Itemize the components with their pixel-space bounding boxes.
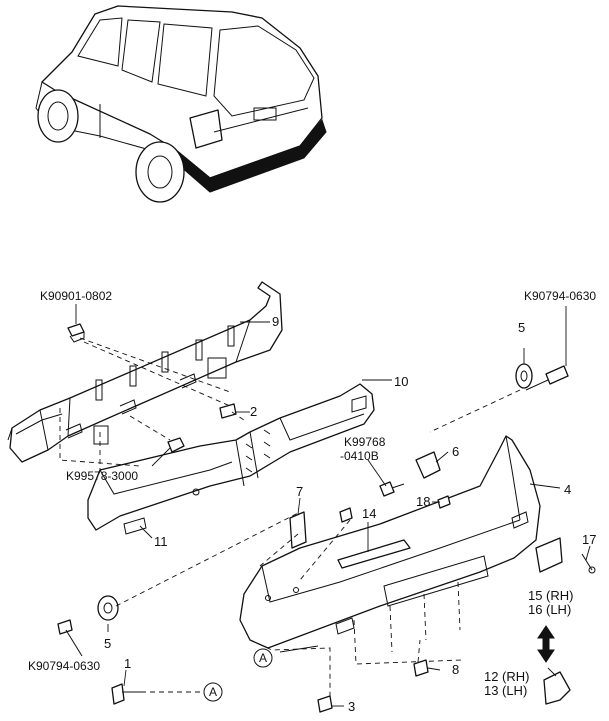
reflector-icon [535,537,563,573]
part-label-13-lh: 13 (LH) [484,683,527,698]
mud-guard-icon [543,671,571,705]
reference-circle-a: A [203,682,223,702]
screw-icon [339,507,353,523]
part-code-nut: K90901-0802 [40,289,112,303]
part-number-5-upper: 5 [518,320,525,335]
suv-rear-view-icon [35,5,327,203]
bumper-reinforcement [7,281,283,463]
screw-icon [581,553,596,574]
part-label-15-rh: 15 (RH) [528,588,573,603]
part-code-bolt-middle-line2: -0410B [340,449,379,463]
reflector-strip [337,539,411,569]
clip-icon [219,403,237,419]
part-label-12-rh: 12 (RH) [484,669,529,684]
part-code-bolt-lower: K90794-0630 [28,659,100,673]
rubber-bush-icon [97,595,119,621]
svg-text:A: A [209,685,217,699]
part-number-2: 2 [250,404,257,419]
svg-text:(RH): (RH) [546,588,573,603]
part-number-10: 10 [394,374,408,389]
part-number-17: 17 [582,532,596,547]
svg-text:16: 16 [528,602,542,617]
bolt-icon [525,365,569,391]
bracket-icon [415,451,441,479]
svg-text:12: 12 [484,669,498,684]
part-number-11: 11 [154,534,168,549]
svg-text:(LH): (LH) [502,683,527,698]
part-number-14: 14 [362,506,376,521]
bolt-icon [379,481,405,497]
svg-text:15: 15 [528,588,542,603]
part-number-4: 4 [564,482,571,497]
part-code-bolt-upper: K90794-0630 [524,289,596,303]
nut-icon [67,323,85,343]
clip-icon [437,495,451,509]
reference-circle-a: A [253,648,273,668]
part-code-grommet: K99578-3000 [66,469,138,483]
assembly-lines [59,337,521,696]
part-code-bolt-middle-line1: K99768 [344,435,386,449]
rubber-bush-icon [515,363,533,389]
part-number-6: 6 [452,444,459,459]
grommet-icon [167,437,185,453]
part-number-5-lower: 5 [104,636,111,651]
clip-icon [413,659,429,677]
part-number-9: 9 [272,314,279,329]
double-arrow-icon [537,625,555,663]
part-number-7: 7 [296,484,303,499]
part-number-1: 1 [124,656,131,671]
bolt-icon [111,683,146,705]
svg-text:(LH): (LH) [546,602,571,617]
svg-text:A: A [259,651,267,665]
svg-text:13: 13 [484,683,498,698]
bracket-icon [289,511,307,549]
part-label-16-lh: 16 (LH) [528,602,571,617]
leader-lines [75,304,591,707]
svg-text:(RH): (RH) [502,669,529,684]
clip-icon [317,695,333,713]
part-number-18: 18 [416,494,430,509]
energy-absorber [87,383,375,535]
part-number-8: 8 [452,662,459,677]
part-number-3: 3 [348,699,355,714]
bolt-icon [57,619,83,657]
